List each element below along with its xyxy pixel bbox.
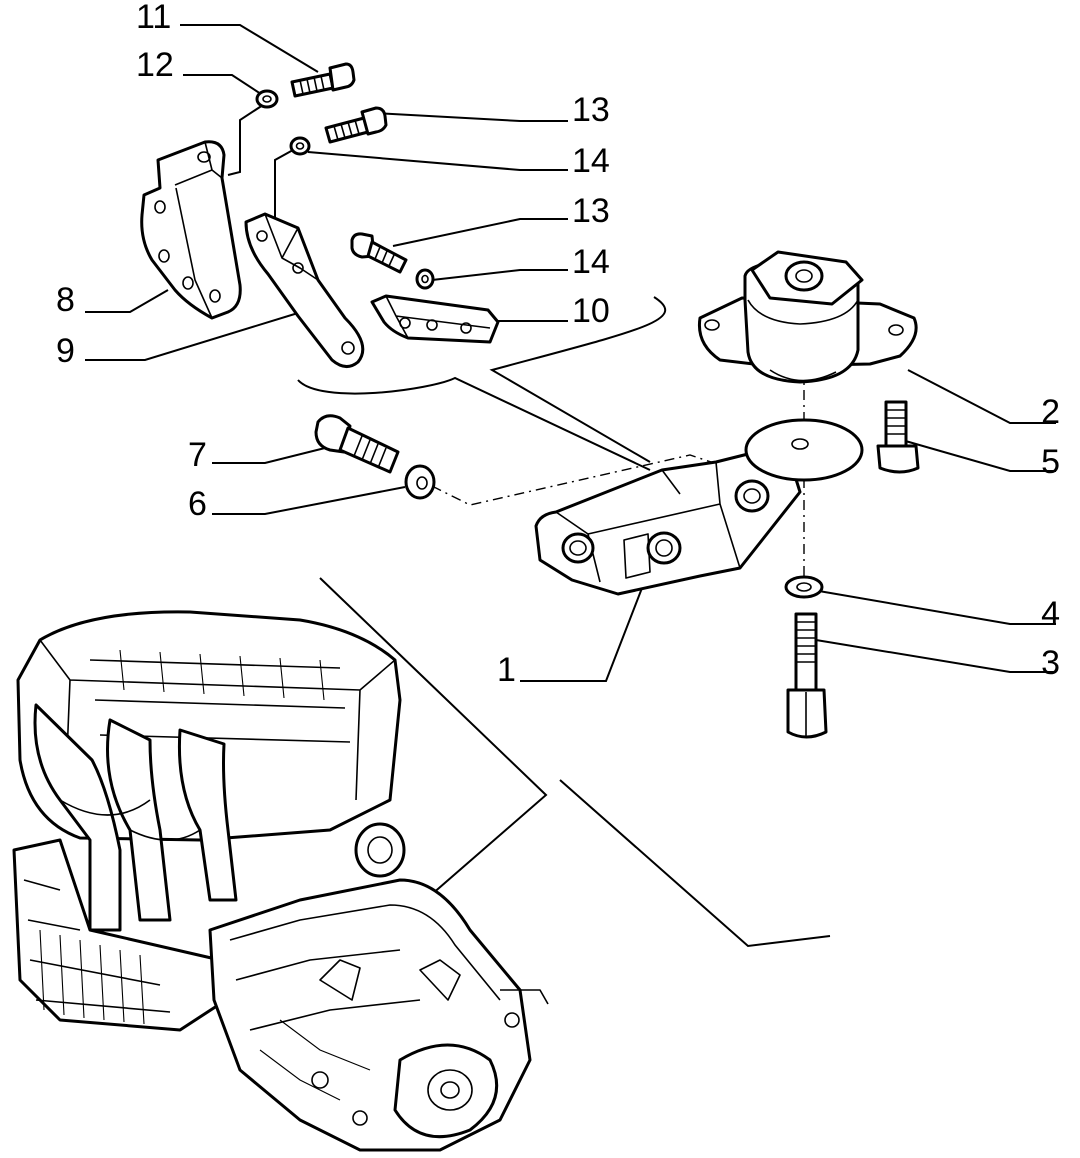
label-12: 12 [136,46,174,84]
leader-12 [183,74,265,97]
callout-labels: 11 12 13 14 13 14 10 8 9 7 6 2 5 4 3 1 [56,0,1060,689]
plate-10 [370,294,500,344]
leader-2 [907,369,1056,424]
washer-14-top [289,136,311,156]
bolt-7 [314,414,400,474]
leader-14-mid [431,269,568,281]
bolt-5 [876,400,920,474]
washer-14-mid [415,268,435,290]
leader-5 [901,439,1056,472]
label-14-mid: 14 [572,243,610,281]
label-13-top: 13 [572,91,610,129]
leader-11 [180,24,319,73]
label-13-mid: 13 [572,192,610,230]
label-10: 10 [572,292,610,330]
washer-12 [255,89,279,109]
label-6: 6 [188,485,207,523]
label-9: 9 [56,332,75,370]
label-14-top: 14 [572,142,610,180]
leader-13-top [372,112,568,122]
engine-mount-2 [697,250,918,384]
leader-14-link [274,149,294,220]
label-4: 4 [1041,595,1060,633]
leader-13-mid [392,218,568,247]
leader-12-link [227,104,264,176]
washer-4 [784,575,824,599]
leader-6 [212,486,406,515]
leader-14-top [307,151,568,171]
bracket-line-2 [489,296,667,463]
arrow-to-gearbox-2 [559,779,831,948]
leader-4 [812,589,1056,625]
arrow-to-gearbox [319,577,548,916]
leader-1 [520,587,643,682]
leader-lines [85,24,1056,948]
label-2: 2 [1041,393,1060,431]
bracket-line [297,376,651,471]
leader-7 [212,447,326,464]
bolt-13-top [324,106,388,144]
plate-9 [244,212,365,368]
support-1 [534,418,864,596]
bolt-13-mid [350,232,408,274]
leader-9 [85,312,299,361]
bolt-3 [786,612,828,739]
label-5: 5 [1041,443,1060,481]
leader-8 [85,289,169,313]
bracket-8 [140,140,242,320]
washer-6 [404,464,436,500]
label-7: 7 [188,436,207,474]
label-8: 8 [56,281,75,319]
leader-3 [815,639,1056,673]
engine-gearbox-assembly [12,610,549,1152]
label-11: 11 [136,0,171,36]
label-1: 1 [497,651,516,689]
bolt-11 [290,62,356,98]
label-3: 3 [1041,644,1060,682]
